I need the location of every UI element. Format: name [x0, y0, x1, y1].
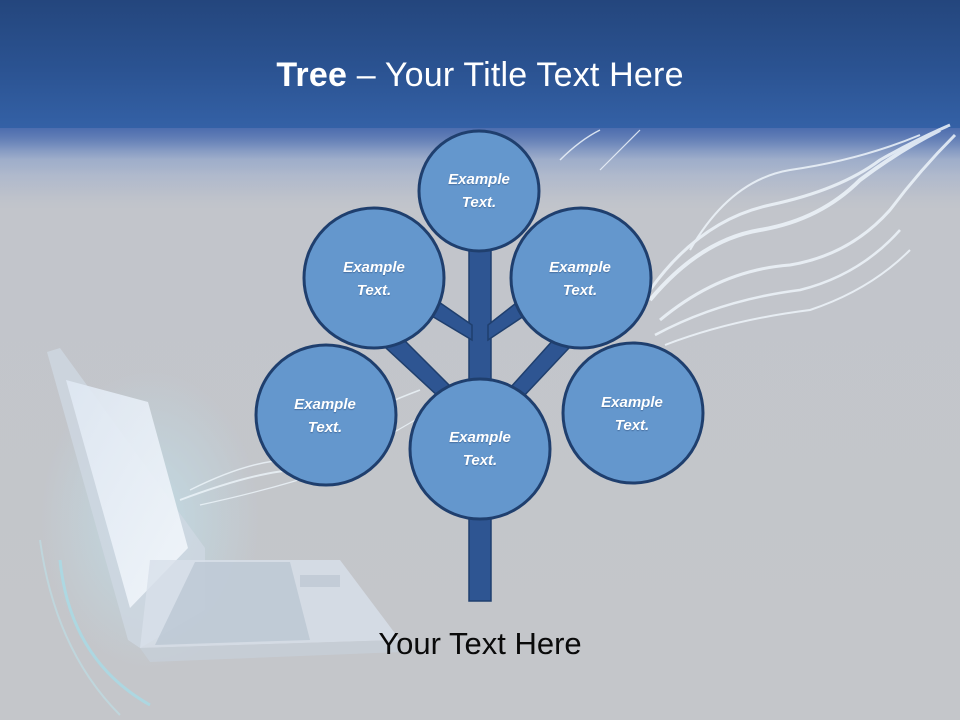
node-lower-left[interactable]: Example Text. — [265, 393, 385, 439]
node-top[interactable]: Example Text. — [419, 168, 539, 214]
node-center[interactable]: Example Text. — [420, 426, 540, 472]
footer-text[interactable]: Your Text Here — [378, 626, 582, 661]
node-lower-left-circle — [254, 343, 398, 487]
tree-nodes — [254, 129, 705, 521]
header-band — [0, 0, 960, 128]
node-upper-right-circle — [509, 206, 653, 350]
node-center-circle — [408, 377, 552, 521]
node-right-line2: Text. — [614, 417, 650, 434]
node-center-line2: Text. — [462, 452, 498, 469]
light-streaks-right — [559, 123, 957, 346]
node-upper-right[interactable]: Example Text. — [520, 256, 640, 302]
node-upper-right-line1: Example — [549, 259, 611, 276]
node-top-line2: Text. — [461, 194, 497, 211]
node-right-circle — [561, 341, 705, 485]
node-upper-left-line2: Text. — [356, 282, 392, 299]
node-lower-left-line2: Text. — [307, 419, 343, 436]
node-top-circle — [417, 129, 541, 253]
title-rest: – Your Title Text Here — [347, 56, 684, 94]
slide-title: Tree – Your Title Text Here — [0, 50, 960, 100]
node-center-line1: Example — [449, 429, 511, 446]
laptop-icon — [47, 348, 402, 662]
title-bold: Tree — [276, 56, 348, 94]
node-right-line1: Example — [601, 394, 663, 411]
node-upper-left-line1: Example — [343, 259, 405, 276]
node-upper-left-circle — [302, 206, 446, 350]
node-upper-right-line2: Text. — [562, 282, 598, 299]
node-lower-left-line1: Example — [294, 396, 356, 413]
node-right[interactable]: Example Text. — [572, 391, 692, 437]
node-upper-left[interactable]: Example Text. — [314, 256, 434, 302]
node-top-line1: Example — [448, 171, 510, 188]
